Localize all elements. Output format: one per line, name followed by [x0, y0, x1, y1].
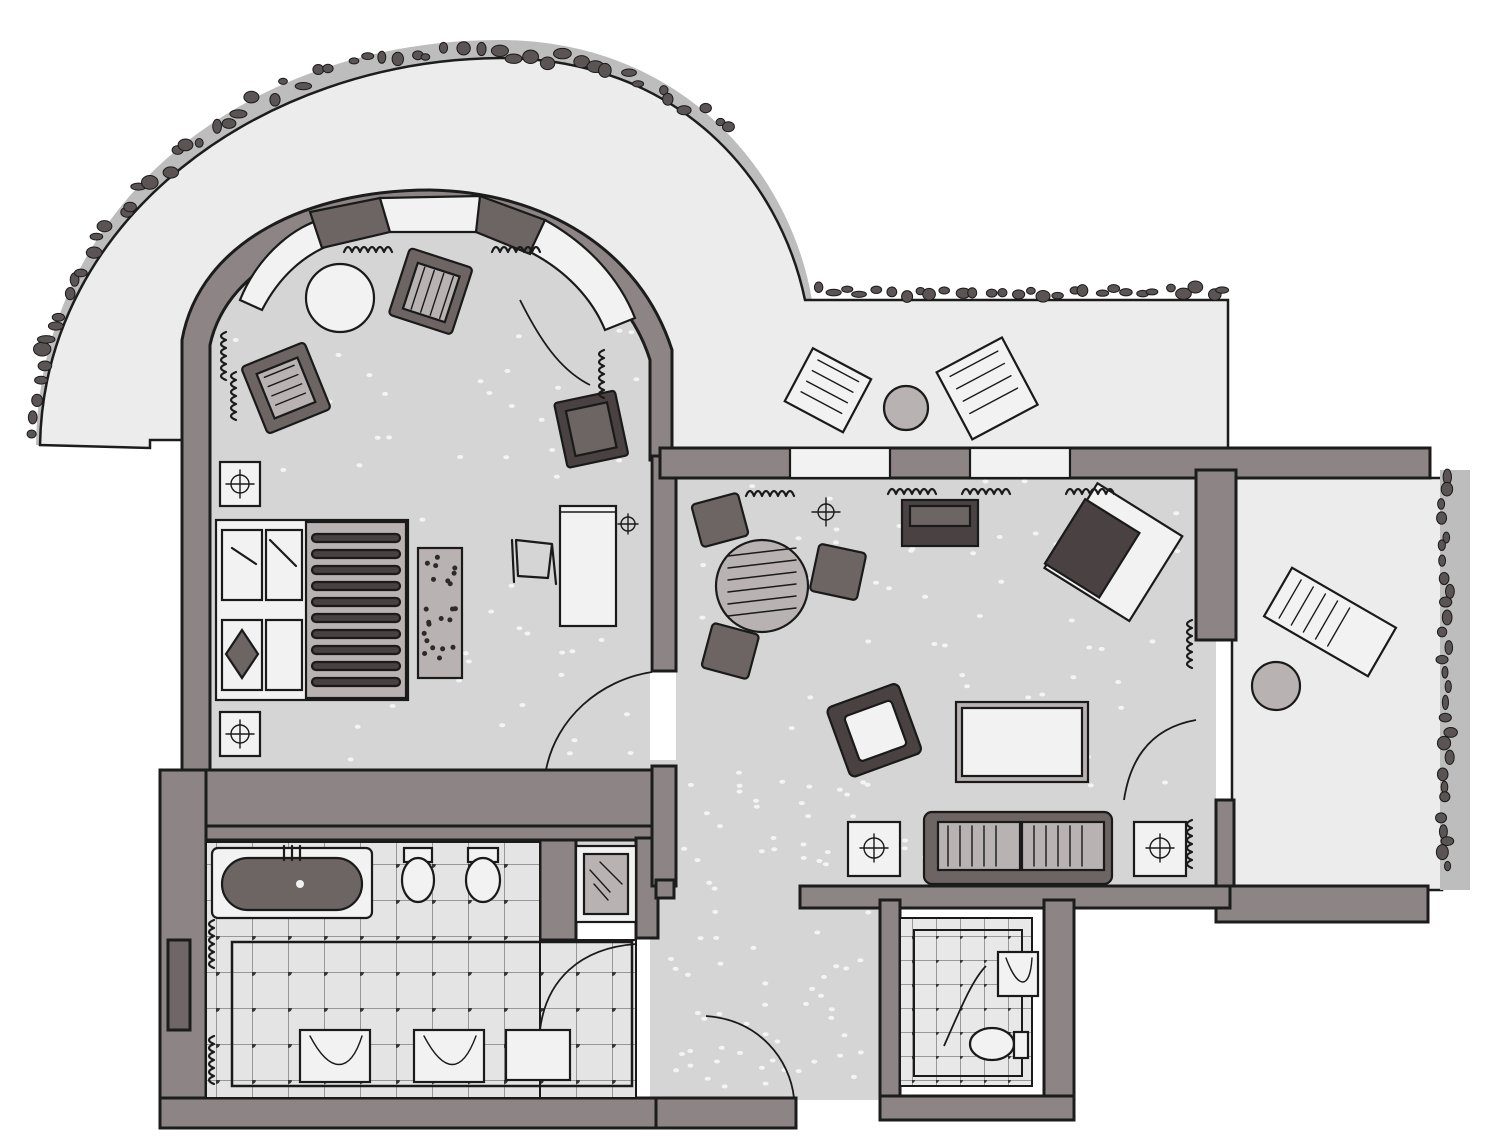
coffee-table-icon: [954, 700, 1090, 784]
lounger-icon: [783, 336, 1398, 678]
bedroom-windows: [238, 194, 637, 332]
desk-corner-icon: [1042, 481, 1184, 623]
door-swing-icon: [519, 299, 1197, 1099]
bed-icon: [214, 518, 410, 702]
desk-icon: [558, 504, 639, 628]
dining-table-icon: [714, 538, 810, 634]
nightstand-bottom: [218, 710, 262, 758]
lounge-armchair-icon: [826, 683, 922, 778]
toilet-icon: [400, 846, 502, 904]
wc-door-swing-icon: [943, 965, 987, 1047]
bench-icon: [416, 546, 464, 680]
nightstand-top: [218, 460, 262, 508]
exterior-walls: [158, 188, 1432, 1130]
side-table-icon: [846, 820, 1188, 878]
wc-toilet-icon: [968, 1026, 1030, 1062]
shower-icon: [574, 844, 638, 924]
wc-sink-icon: [996, 950, 1040, 998]
curtains: [207, 245, 1194, 1086]
terrace-table-icon: [882, 384, 1302, 712]
guest-wc: [899, 917, 1033, 1087]
lamp-icon: [811, 497, 841, 527]
sofa-icon: [922, 810, 1114, 886]
desk-chair-icon: [510, 538, 558, 586]
armchair-icon: [241, 247, 629, 469]
dining-chair-icon: [690, 492, 867, 680]
round-table-icon: [304, 262, 376, 334]
console-icon: [900, 498, 980, 548]
hedge-icon: [26, 41, 1458, 872]
bathtub-icon: [210, 844, 374, 920]
bathroom-door-swing-icon: [539, 943, 637, 1031]
sink-icon: [298, 1028, 572, 1084]
